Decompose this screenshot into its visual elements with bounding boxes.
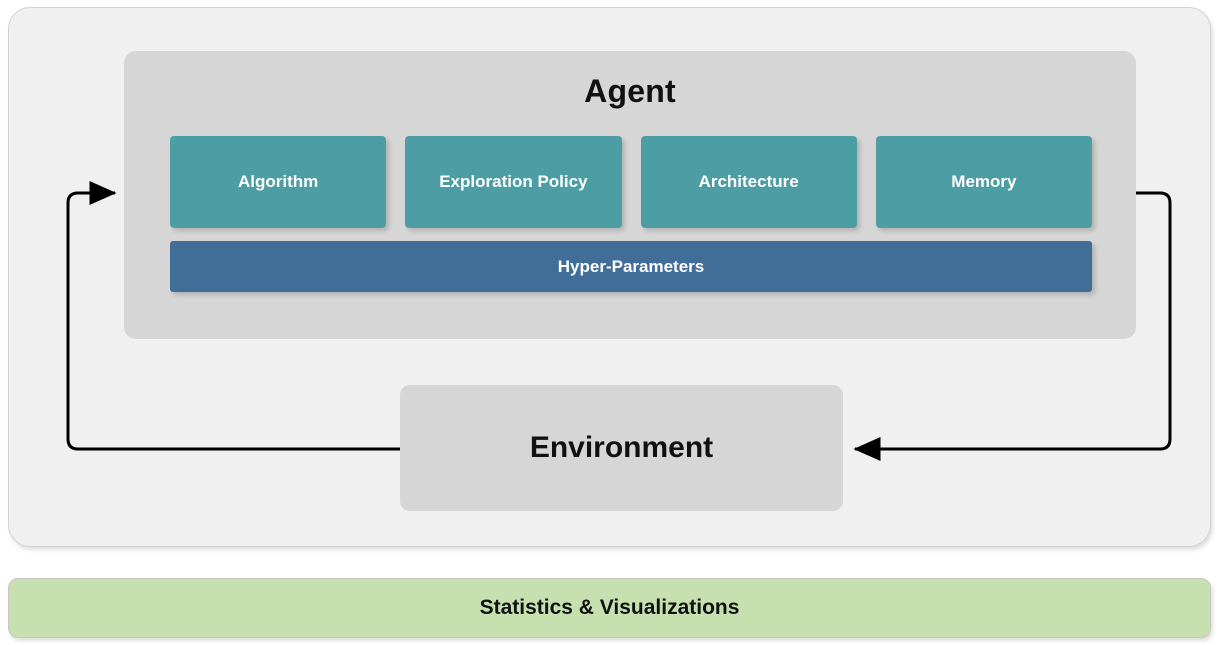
agent-title: Agent xyxy=(584,73,676,109)
agent-component-row: Algorithm Exploration Policy Architectur… xyxy=(170,136,1092,228)
environment-box[interactable]: Environment xyxy=(400,385,843,511)
statistics-visualizations-bar[interactable]: Statistics & Visualizations xyxy=(8,578,1211,638)
agent-panel: Agent Algorithm Exploration Policy Archi… xyxy=(124,51,1136,339)
agent-component-exploration-policy[interactable]: Exploration Policy xyxy=(405,136,622,228)
agent-hyper-parameters-bar[interactable]: Hyper-Parameters xyxy=(170,241,1092,292)
agent-component-architecture[interactable]: Architecture xyxy=(640,136,857,228)
agent-component-algorithm[interactable]: Algorithm xyxy=(170,136,387,228)
agent-component-memory[interactable]: Memory xyxy=(875,136,1092,228)
